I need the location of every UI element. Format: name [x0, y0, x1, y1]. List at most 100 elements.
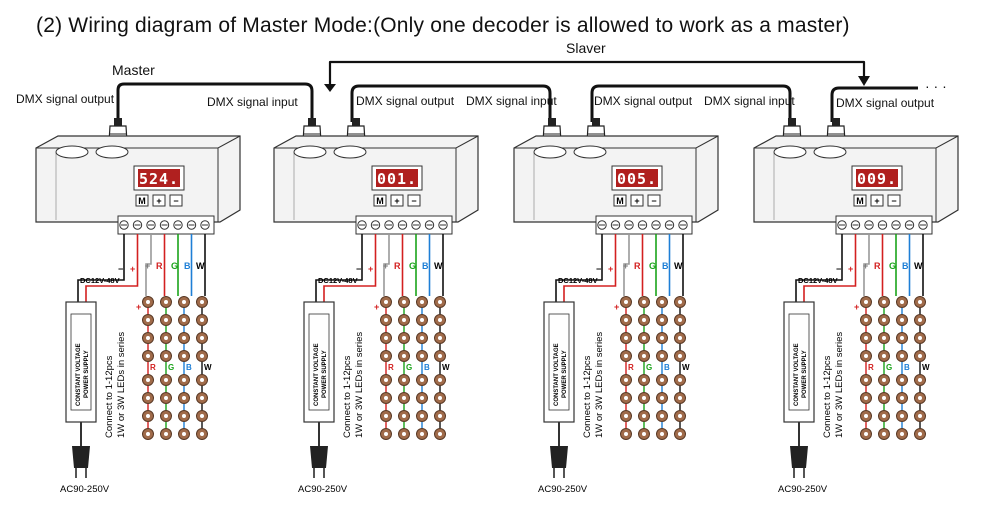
plus-label: + [608, 264, 613, 274]
led-lens [900, 318, 904, 322]
led-lens [182, 378, 186, 382]
led-lens [182, 414, 186, 418]
led-lens [146, 396, 150, 400]
led-lens [660, 354, 664, 358]
power-negative-wire [795, 234, 843, 302]
led-lens [164, 396, 168, 400]
led-lens [438, 300, 442, 304]
led-plus-label: + [854, 302, 859, 312]
led-plus-label: + [374, 302, 379, 312]
led-lens [642, 354, 646, 358]
led-lens [882, 300, 886, 304]
led-lens [200, 300, 204, 304]
slave1-to-slave2-cable [350, 84, 552, 122]
plus-button [152, 194, 166, 207]
led-lens [918, 354, 922, 358]
led-lens [678, 318, 682, 322]
led-lens [864, 318, 868, 322]
led-lens [918, 336, 922, 340]
plug-cable-end [352, 118, 360, 128]
minus-button [887, 194, 901, 207]
power-positive-wire [323, 234, 377, 302]
plus-button [870, 194, 884, 207]
power-negative-wire [315, 234, 363, 302]
led-lens [642, 336, 646, 340]
led-lens [402, 354, 406, 358]
w-mid-label: W [204, 363, 212, 372]
minus-button [407, 194, 421, 207]
b-label: B [184, 261, 191, 271]
ac-label: AC90-250V [538, 484, 588, 495]
slave2-to-slave3-cable [590, 84, 792, 122]
led-lens [200, 336, 204, 340]
r-mid-label: R [388, 363, 394, 372]
led-lens [864, 336, 868, 340]
connect-label-2: 1W or 3W LEDs in series [354, 332, 365, 438]
m-button-label: M [616, 196, 624, 206]
led-lens [882, 396, 886, 400]
w-label: W [434, 261, 443, 271]
ac-label: AC90-250V [60, 484, 110, 495]
ellipsis: · · · [925, 78, 947, 94]
led-lens [420, 318, 424, 322]
psu-text-1: CONSTANT VOLTAGE [76, 343, 82, 406]
b-label: B [662, 261, 669, 271]
g-mid-label: G [168, 363, 174, 372]
led-lens [864, 300, 868, 304]
b-mid-label: B [424, 363, 430, 372]
led-lens [678, 354, 682, 358]
psu-text-2: POWER SUPPLY [802, 350, 808, 398]
led-lens [882, 354, 886, 358]
w-label: W [196, 261, 205, 271]
dc-label: DC12V-48V [798, 276, 838, 285]
plug-cable-end [832, 118, 840, 128]
led-lens [882, 336, 886, 340]
led-lens [660, 318, 664, 322]
mains-plug [790, 446, 808, 468]
dmx-socket-left [293, 145, 327, 159]
g-mid-label: G [406, 363, 412, 372]
dmx-socket-left [533, 145, 567, 159]
display-screen [376, 169, 418, 187]
led-lens [918, 432, 922, 436]
w-mid-label: W [682, 363, 690, 372]
led-plus-label: + [614, 302, 619, 312]
led-common-wire [623, 234, 630, 296]
led-lens [624, 318, 628, 322]
led-common-wire [145, 234, 152, 296]
led-lens [384, 414, 388, 418]
led-lens [438, 396, 442, 400]
led-lens [882, 378, 886, 382]
m-button-label: M [376, 196, 384, 206]
mains-plug [550, 446, 568, 468]
slave3-output-cable [830, 86, 918, 122]
mains-plug [72, 446, 90, 468]
power-positive-wire [563, 234, 617, 302]
power-positive-wire [803, 234, 857, 302]
led-lens [402, 414, 406, 418]
dmx-socket-right [95, 145, 129, 159]
minus-button-label: − [651, 196, 656, 206]
g-mid-label: G [646, 363, 652, 372]
g-label: G [889, 261, 896, 271]
led-lens [402, 432, 406, 436]
led-lens [182, 396, 186, 400]
led-lens [420, 432, 424, 436]
dmx-socket-right [813, 145, 847, 159]
r-mid-label: R [628, 363, 634, 372]
b-label: B [422, 261, 429, 271]
led-lens [384, 336, 388, 340]
display-value: 524. [139, 170, 179, 188]
led-lens [420, 414, 424, 418]
led-lens [678, 378, 682, 382]
led-lens [900, 432, 904, 436]
dmx-input-label-1: DMX signal input [207, 95, 298, 109]
diagram-title: (2) Wiring diagram of Master Mode:(Only … [36, 14, 850, 37]
plug-cable-end [548, 118, 556, 128]
g-label: G [171, 261, 178, 271]
led-lens [438, 432, 442, 436]
led-lens [642, 318, 646, 322]
led-lens [146, 318, 150, 322]
